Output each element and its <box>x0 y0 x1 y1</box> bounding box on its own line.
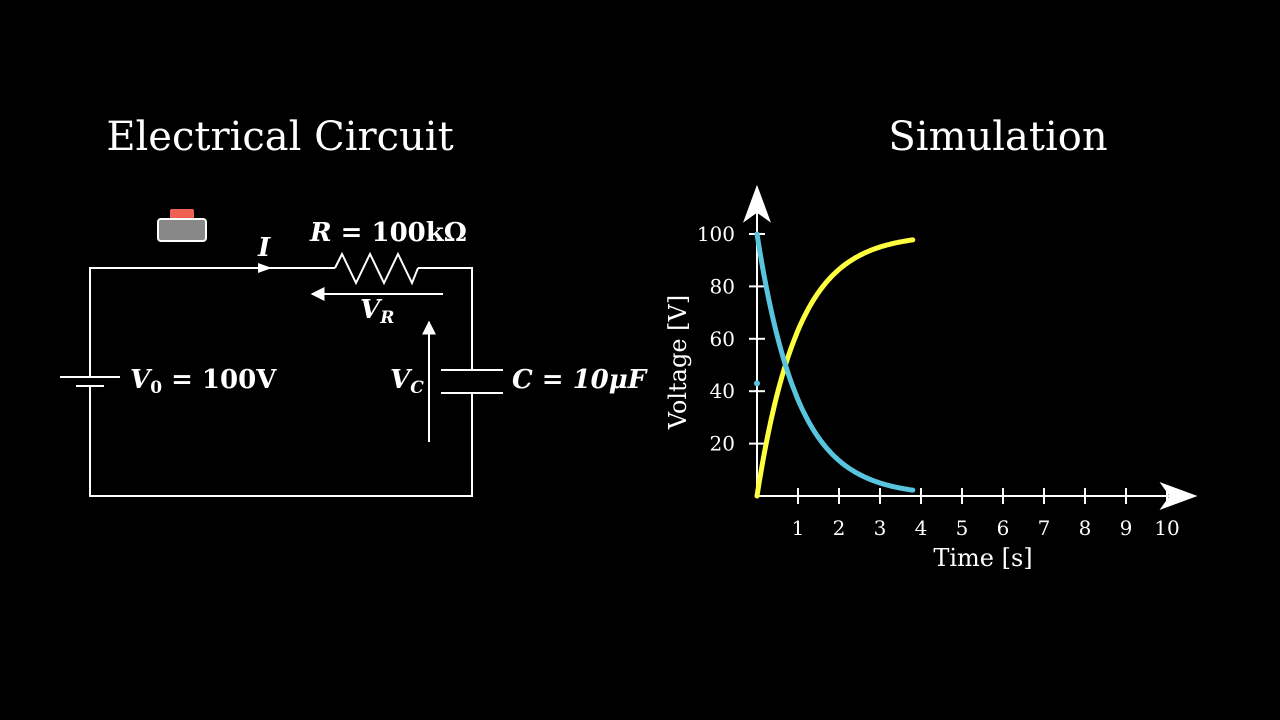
circuit-wires <box>89 267 473 497</box>
y-axis-arrow-icon <box>743 184 771 223</box>
simulation-title: Simulation <box>888 114 1107 160</box>
resistor-voltage-label: VR <box>360 295 394 328</box>
capacitor_voltage-series-line <box>754 237 916 499</box>
resistor-zigzag <box>334 251 419 286</box>
x-tick-label: 7 <box>1038 516 1051 540</box>
chart-series <box>754 231 916 499</box>
resistor_voltage-series-line <box>754 231 916 493</box>
battery-symbol <box>60 370 120 391</box>
current-arrow-icon <box>258 263 272 273</box>
x-tick-label: 4 <box>915 516 928 540</box>
y-tick-label: 40 <box>710 379 735 403</box>
x-tick-label: 3 <box>874 516 887 540</box>
x-tick-label: 6 <box>997 516 1010 540</box>
capacitor-label: C = 10μF <box>512 365 648 395</box>
y-axis-label: Voltage [V] <box>664 295 692 430</box>
wire-top-right <box>418 267 473 370</box>
x-tick-label: 10 <box>1154 516 1179 540</box>
capacitor-voltage-label: VC <box>390 365 424 398</box>
x-tick-label: 2 <box>833 516 846 540</box>
y-tick-label: 60 <box>710 327 735 351</box>
x-axis-label: Time [s] <box>933 544 1032 572</box>
y-tick-label: 100 <box>697 222 735 246</box>
y-axis-marker-dot <box>754 380 760 387</box>
x-tick-label: 5 <box>956 516 969 540</box>
circuit-title: Electrical Circuit <box>106 114 453 160</box>
capacitor-symbol <box>441 369 503 394</box>
voltage-time-chart: 1 2 3 4 5 6 7 8 9 10 20 40 60 80 100 Time [s] Voltage … <box>664 184 1198 572</box>
push-button-switch[interactable] <box>157 209 207 242</box>
wire-bottom <box>89 391 473 497</box>
x-tick-label: 8 <box>1079 516 1092 540</box>
x-tick-label: 9 <box>1120 516 1133 540</box>
wire-top-left <box>89 267 335 370</box>
resistor-label: R = 100kΩ <box>309 218 467 248</box>
y-tick-label: 80 <box>710 274 735 298</box>
current-label: I <box>257 233 271 263</box>
simulation-panel: Simulation 1 2 3 4 5 6 7 8 9 10 20 40 60 80 100 Time [… <box>664 114 1198 572</box>
chart-ticks: 1 2 3 4 5 6 7 8 9 10 20 40 60 80 100 <box>697 222 1180 540</box>
source-voltage-label: V0 = 100V <box>130 365 277 398</box>
x-tick-label: 1 <box>792 516 805 540</box>
circuit-diagram: Electrical Circuit I R = 100kΩ VR V0 = 1 <box>60 114 648 497</box>
chart-axes <box>743 184 1198 510</box>
button-body[interactable] <box>157 218 207 242</box>
y-tick-label: 20 <box>710 432 735 456</box>
x-axis-arrow-icon <box>1159 482 1198 510</box>
